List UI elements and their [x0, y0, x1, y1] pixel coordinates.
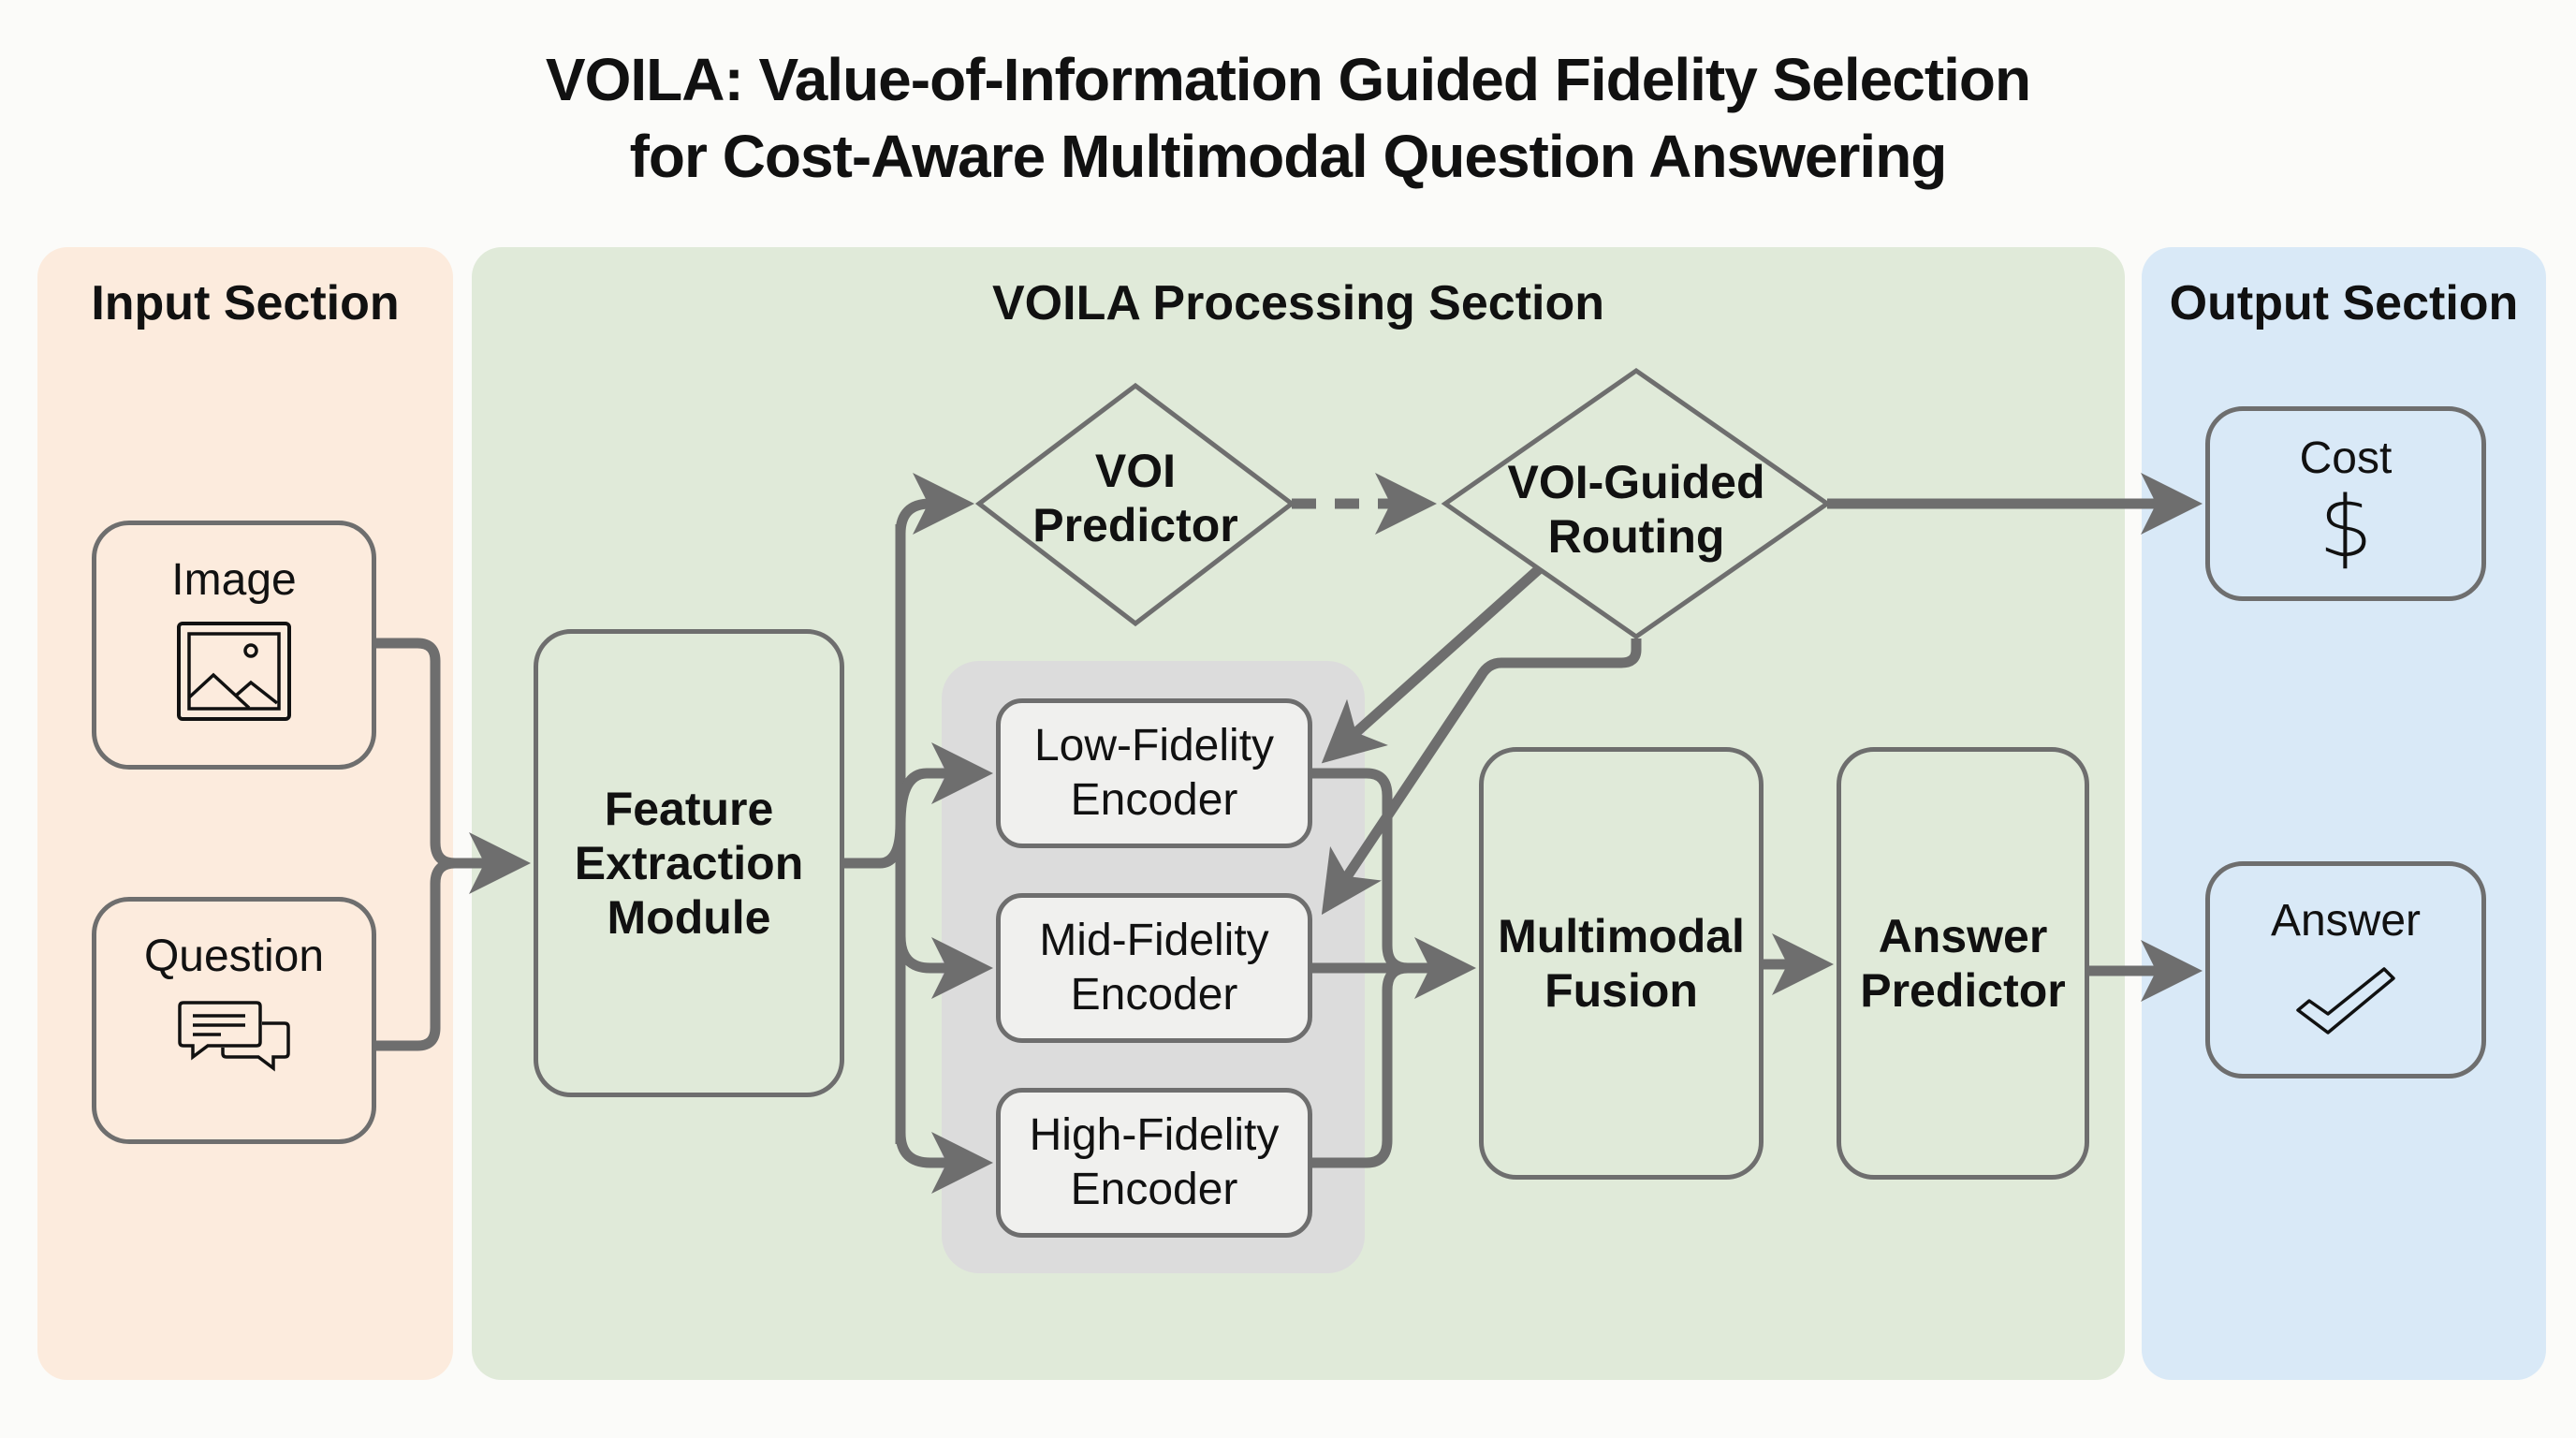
feature-extraction-module[interactable]: Feature Extraction Module: [534, 629, 844, 1097]
fusion-label-1: Multimodal: [1498, 910, 1745, 962]
mid-fidelity-encoder[interactable]: Mid-Fidelity Encoder: [996, 893, 1312, 1043]
answer-predictor[interactable]: Answer Predictor: [1837, 747, 2089, 1180]
image-input-box[interactable]: Image: [92, 521, 376, 770]
cost-output-box[interactable]: Cost $: [2205, 406, 2486, 601]
low-fidelity-label-1: Low-Fidelity: [1033, 721, 1275, 770]
multimodal-fusion[interactable]: Multimodal Fusion: [1479, 747, 1764, 1180]
high-fidelity-encoder[interactable]: High-Fidelity Encoder: [996, 1088, 1312, 1238]
output-section-title: Output Section: [2169, 276, 2519, 330]
voi-routing-label-2: Routing: [1547, 510, 1725, 563]
input-section-title: Input Section: [91, 276, 400, 330]
question-input-box[interactable]: Question: [92, 897, 376, 1144]
processing-section-title: VOILA Processing Section: [991, 276, 1604, 330]
cost-label: Cost: [2299, 433, 2393, 483]
answer-label: Answer: [2270, 896, 2422, 946]
routing-to-low-arrow: [1321, 565, 1543, 764]
question-label: Question: [143, 932, 325, 981]
answer-output-box[interactable]: Answer: [2205, 861, 2486, 1078]
low-fidelity-encoder[interactable]: Low-Fidelity Encoder: [996, 698, 1312, 848]
branch-to-mid-arrow: [895, 935, 993, 999]
high-to-fusion-connector: [1312, 962, 1409, 1168]
image-label: Image: [171, 555, 297, 605]
input-section: Input Section: [37, 247, 453, 1380]
question-to-merge-connector: [376, 858, 456, 1051]
diagram-title-line-1: VOILA: Value-of-Information Guided Fidel…: [545, 46, 2031, 113]
feature-extraction-label-1: Feature: [604, 783, 774, 835]
voi-predictor[interactable]: VOI Predictor: [995, 444, 1276, 552]
image-icon: [177, 622, 291, 721]
dollar-icon: $: [2319, 478, 2373, 577]
answer-predictor-label-1: Answer: [1878, 910, 2048, 962]
diagram-title-line-2: for Cost-Aware Multimodal Question Answe…: [629, 123, 1948, 190]
voi-predictor-label-2: Predictor: [1032, 499, 1238, 551]
high-fidelity-label-1: High-Fidelity: [1029, 1110, 1280, 1160]
high-fidelity-label-2: Encoder: [1070, 1165, 1238, 1214]
branch-to-low-arrow: [879, 742, 993, 869]
voi-routing-label-1: VOI-Guided: [1507, 456, 1765, 508]
low-fidelity-label-2: Encoder: [1070, 775, 1238, 825]
voi-guided-routing[interactable]: VOI-Guided Routing: [1468, 455, 1805, 564]
mid-fidelity-label-1: Mid-Fidelity: [1039, 916, 1269, 965]
checkmark-icon: [2296, 967, 2395, 1034]
chat-bubbles-icon: [178, 1001, 290, 1072]
mid-fidelity-label-2: Encoder: [1070, 970, 1238, 1020]
branch-to-voi-arrow: [895, 473, 974, 535]
fusion-label-2: Fusion: [1544, 964, 1698, 1017]
image-to-merge-connector: [376, 638, 456, 869]
routing-to-mid-arrow: [1321, 638, 1642, 916]
feature-extraction-label-2: Extraction: [574, 837, 804, 889]
answer-predictor-label-2: Predictor: [1860, 964, 2066, 1017]
voi-predictor-diamond: [974, 382, 1296, 627]
voi-predictor-label-1: VOI: [1094, 445, 1177, 497]
feature-extraction-label-3: Module: [607, 891, 771, 944]
branch-to-high-arrow: [895, 1132, 993, 1194]
voi-routing-diamond: [1441, 367, 1832, 640]
